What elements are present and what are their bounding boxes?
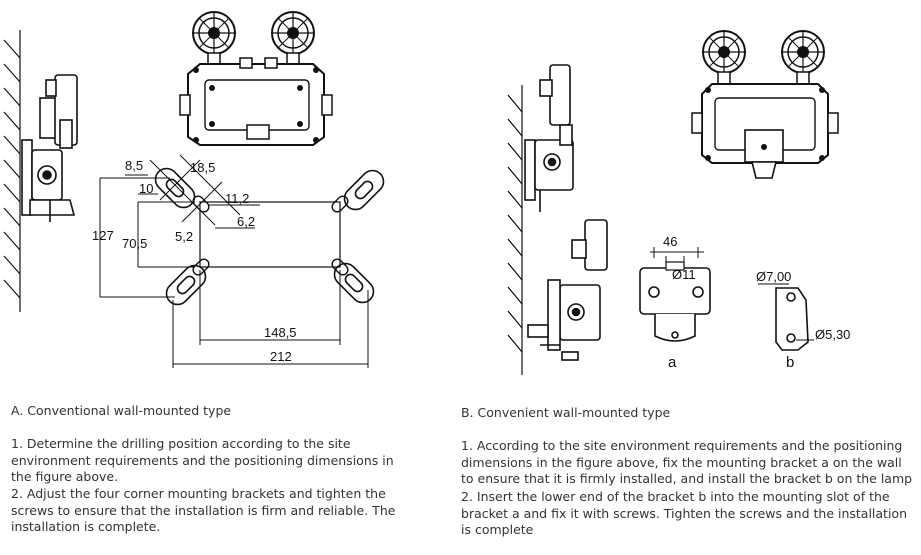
label-bracket-b: b xyxy=(786,354,794,371)
section-b-title: B. Convenient wall-mounted type xyxy=(461,405,671,420)
bracket-center-marks xyxy=(192,195,349,276)
dim-70-5: 70,5 xyxy=(122,236,147,251)
wall-hatch-right xyxy=(507,85,523,375)
bracket-b xyxy=(758,283,814,351)
lamp-side-view-b-top xyxy=(524,64,574,212)
dim-46: 46 xyxy=(663,234,677,249)
section-a-figure: 8,5 18,5 10 11,2 6,2 5,2 127 70,5 148,5 … xyxy=(3,11,385,368)
section-a-step-2: 2. Adjust the four corner mounting brack… xyxy=(11,486,396,534)
section-b-figure: 46 Ø11 a Ø7,00 Ø5,30 b xyxy=(507,30,850,375)
lamp-front-view-a xyxy=(179,11,333,146)
lamp-side-view-b-bottom xyxy=(527,219,608,361)
section-a-title: A. Conventional wall-mounted type xyxy=(11,403,232,418)
corner-bracket-tr xyxy=(343,169,385,211)
dim-o7-00: Ø7,00 xyxy=(756,269,791,284)
dim-212: 212 xyxy=(270,349,292,364)
dim-6-2: 6,2 xyxy=(237,214,255,229)
section-b-step-2: 2. Insert the lower end of the bracket b… xyxy=(461,489,907,537)
lamp-side-view-a xyxy=(21,74,78,222)
mounting-plate-a xyxy=(154,167,385,306)
dim-8-5: 8,5 xyxy=(125,158,143,173)
dim-o5-30: Ø5,30 xyxy=(815,327,850,342)
dim-127: 127 xyxy=(92,228,114,243)
section-b-step-1: 1. According to the site environment req… xyxy=(461,438,913,486)
dim-11-2: 11,2 xyxy=(225,191,249,206)
corner-bracket-bl xyxy=(165,264,207,306)
bracket-a xyxy=(639,247,711,342)
dimension-lines-a xyxy=(99,154,369,368)
dim-18-5: 18,5 xyxy=(190,160,215,175)
dim-5-2: 5,2 xyxy=(175,229,193,244)
corner-bracket-tl xyxy=(154,167,196,209)
dim-10: 10 xyxy=(139,181,153,196)
lamp-front-view-b xyxy=(691,30,839,179)
corner-bracket-br xyxy=(333,262,375,304)
dim-148-5: 148,5 xyxy=(264,325,297,340)
section-a-step-1: 1. Determine the drilling position accor… xyxy=(11,436,394,484)
wall-hatch-left xyxy=(3,30,21,312)
dim-o11: Ø11 xyxy=(672,267,696,282)
label-bracket-a: a xyxy=(668,354,677,371)
